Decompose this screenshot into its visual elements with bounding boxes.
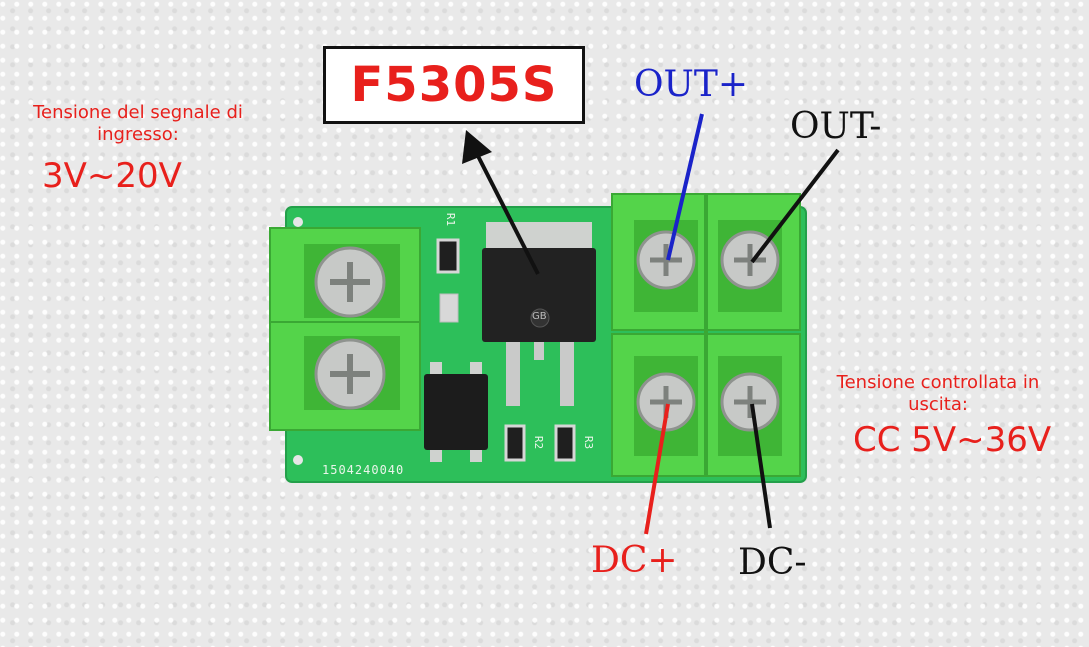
dc-minus-pointer [750,403,772,529]
mounting-hole [293,217,303,227]
dc-plus-pointer [644,403,670,535]
mosfet-leg [506,342,520,406]
silk-r3: R3 [582,435,596,450]
output-voltage-caption: Tensione controllata in uscita: [836,372,1040,415]
opto-pad [430,362,442,374]
input-terminal-block [269,227,421,431]
out-plus-pointer [666,113,704,261]
input-voltage-range: 3V~20V [42,156,182,196]
out-minus-pointer [750,148,840,264]
opto-pad [470,450,482,462]
mosfet-dot [530,308,550,328]
mosfet-body [482,248,596,342]
resistor-r1 [436,238,460,274]
output-terminal-blocks [611,193,801,477]
opto-pad [430,450,442,462]
out-plus-label: OUT+ [634,64,749,105]
dc-minus-label: DC- [738,542,807,583]
resistor-r3 [554,424,576,462]
chip-name-box: F5305S [323,46,585,124]
mosfet-leg [534,342,544,360]
resistor-r2 [504,424,526,462]
silk-r2: R2 [532,435,546,450]
mounting-hole [293,455,303,465]
chip-name: F5305S [350,57,558,113]
output-voltage-range: CC 5V~36V [853,420,1052,460]
chip-arrow-head [462,130,492,164]
led [439,293,459,323]
pcb-serial: 1504240040 [322,463,405,477]
mosfet-marking: GB [532,311,547,322]
silk-r1: R1 [444,212,458,227]
optocoupler [424,374,488,450]
chip-arrow-line [476,155,540,275]
dc-plus-label: DC+ [591,540,678,581]
input-voltage-caption: Tensione del segnale di ingresso: [33,102,243,145]
opto-pad [470,362,482,374]
out-minus-label: OUT- [790,106,882,147]
mosfet-leg [560,342,574,406]
